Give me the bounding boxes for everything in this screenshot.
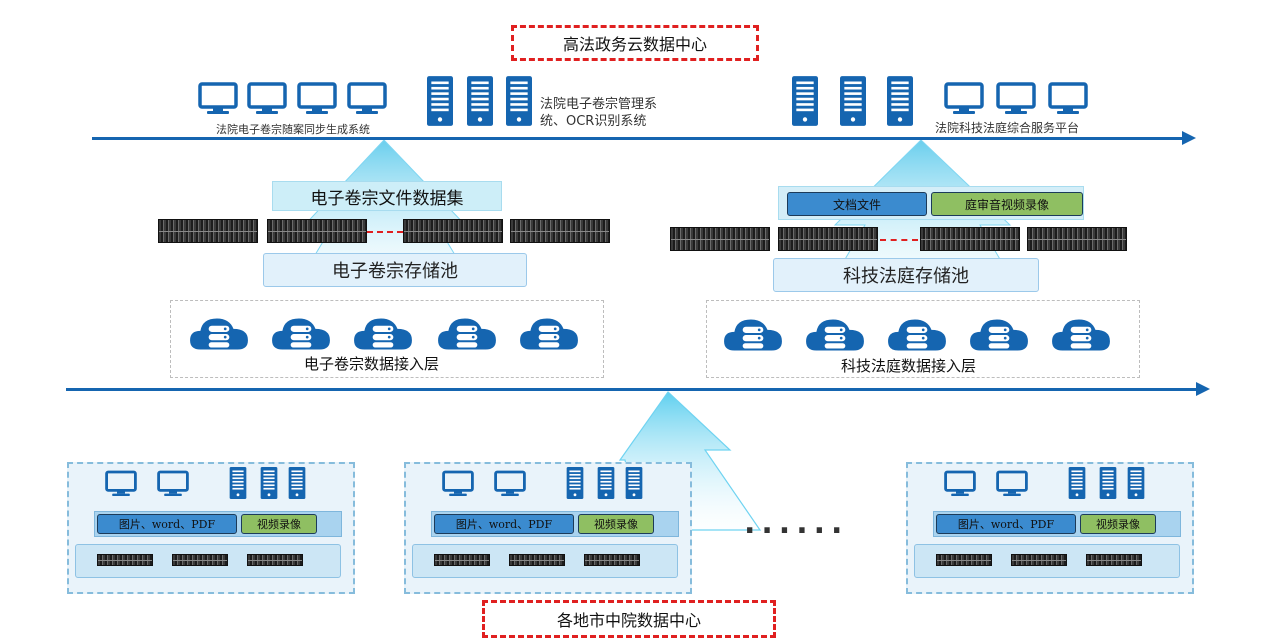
middle-bus-arrowhead: [1196, 382, 1210, 396]
cloud-storage-icon: [188, 312, 250, 358]
top-title: 高法政务云数据中心: [562, 35, 707, 54]
regional-tag-video: 视频录像: [578, 514, 654, 534]
right-tag-recordings: 庭审音视频录像: [931, 192, 1083, 216]
cloud-storage-icon: [722, 313, 784, 359]
middle-bus-line: [66, 388, 1196, 391]
left-pool-label: 电子卷宗存储池: [332, 261, 458, 282]
cloud-storage-icon: [352, 312, 414, 358]
left-dataset-box: 电子卷宗文件数据集: [272, 181, 502, 211]
bottom-title: 各地市中院数据中心: [556, 611, 701, 630]
left-access-layer-label: 电子卷宗数据接入层: [304, 355, 440, 373]
server-icon: [467, 76, 493, 130]
cloud-storage-icon: [886, 313, 948, 359]
server-icon: [506, 76, 532, 130]
left-rack-link: [367, 231, 403, 233]
computer-icon: [442, 470, 474, 502]
regional-storage-unit: [509, 554, 565, 566]
computer-icon: [995, 82, 1037, 120]
computer-icon: [246, 82, 288, 120]
computer-icon: [1047, 82, 1089, 120]
server-icon: [1099, 467, 1117, 503]
left-access-layer: [170, 300, 604, 378]
top-left-servers-label: 法院电子卷宗管理系 统、OCR识别系统: [540, 96, 657, 130]
computer-icon: [996, 470, 1028, 502]
server-icon: [840, 76, 866, 130]
bottom-title-box: 各地市中院数据中心: [482, 600, 776, 638]
cloud-storage-icon: [518, 312, 580, 358]
right-rack-link: [880, 239, 918, 241]
regional-storage-unit: [936, 554, 992, 566]
cloud-storage-icon: [436, 312, 498, 358]
cloud-storage-icon: [270, 312, 332, 358]
right-rack-1: [670, 227, 770, 251]
server-icon: [792, 76, 818, 130]
cloud-storage-icon: [1050, 313, 1112, 359]
server-icon: [597, 467, 615, 503]
regional-storage-unit: [584, 554, 640, 566]
regional-tag-video: 视频录像: [1080, 514, 1156, 534]
server-icon: [566, 467, 584, 503]
right-access-layer-label: 科技法庭数据接入层: [841, 357, 977, 375]
regional-tag-files: 图片、word、PDF: [434, 514, 574, 534]
servers-label-line1: 法院电子卷宗管理系: [540, 97, 658, 112]
top-right-computers-label: 法院科技法庭综合服务平台: [935, 121, 1080, 135]
regional-tag-video: 视频录像: [241, 514, 317, 534]
left-rack-3: [403, 219, 503, 243]
regional-storage-unit: [247, 554, 303, 566]
top-bus-line: [92, 137, 1182, 140]
computer-icon: [494, 470, 526, 502]
top-left-computers-label: 法院电子卷宗随案同步生成系统: [216, 123, 370, 136]
left-rack-2: [267, 219, 367, 243]
computer-icon: [157, 470, 189, 502]
right-rack-3: [920, 227, 1020, 251]
regional-storage-unit: [1011, 554, 1067, 566]
server-icon: [288, 467, 306, 503]
computer-icon: [943, 82, 985, 120]
left-rack-4: [510, 219, 610, 243]
regional-storage-unit: [172, 554, 228, 566]
cloud-storage-icon: [968, 313, 1030, 359]
server-icon: [1068, 467, 1086, 503]
server-icon: [427, 76, 453, 130]
regional-storage-unit: [97, 554, 153, 566]
right-rack-4: [1027, 227, 1127, 251]
computer-icon: [944, 470, 976, 502]
regional-tag-files: 图片、word、PDF: [97, 514, 237, 534]
right-tag-documents: 文档文件: [787, 192, 927, 216]
right-rack-2: [778, 227, 878, 251]
regional-tag-files: 图片、word、PDF: [936, 514, 1076, 534]
computer-icon: [197, 82, 239, 120]
servers-label-line2: 统、OCR识别系统: [540, 114, 647, 129]
ellipsis: ......: [744, 506, 849, 541]
regional-storage-unit: [434, 554, 490, 566]
left-rack-1: [158, 219, 258, 243]
server-icon: [625, 467, 643, 503]
computer-icon: [346, 82, 388, 120]
top-bus-arrowhead: [1182, 131, 1196, 145]
server-icon: [1127, 467, 1145, 503]
right-storage-pool: 科技法庭存储池: [773, 258, 1039, 292]
left-storage-pool: 电子卷宗存储池: [263, 253, 527, 287]
cloud-storage-icon: [804, 313, 866, 359]
server-icon: [887, 76, 913, 130]
right-pool-label: 科技法庭存储池: [843, 266, 969, 287]
left-dataset-label: 电子卷宗文件数据集: [310, 188, 464, 209]
server-icon: [260, 467, 278, 503]
computer-icon: [105, 470, 137, 502]
right-access-layer: [706, 300, 1140, 378]
server-icon: [229, 467, 247, 503]
regional-storage-unit: [1086, 554, 1142, 566]
computer-icon: [296, 82, 338, 120]
top-title-box: 高法政务云数据中心: [511, 25, 759, 61]
